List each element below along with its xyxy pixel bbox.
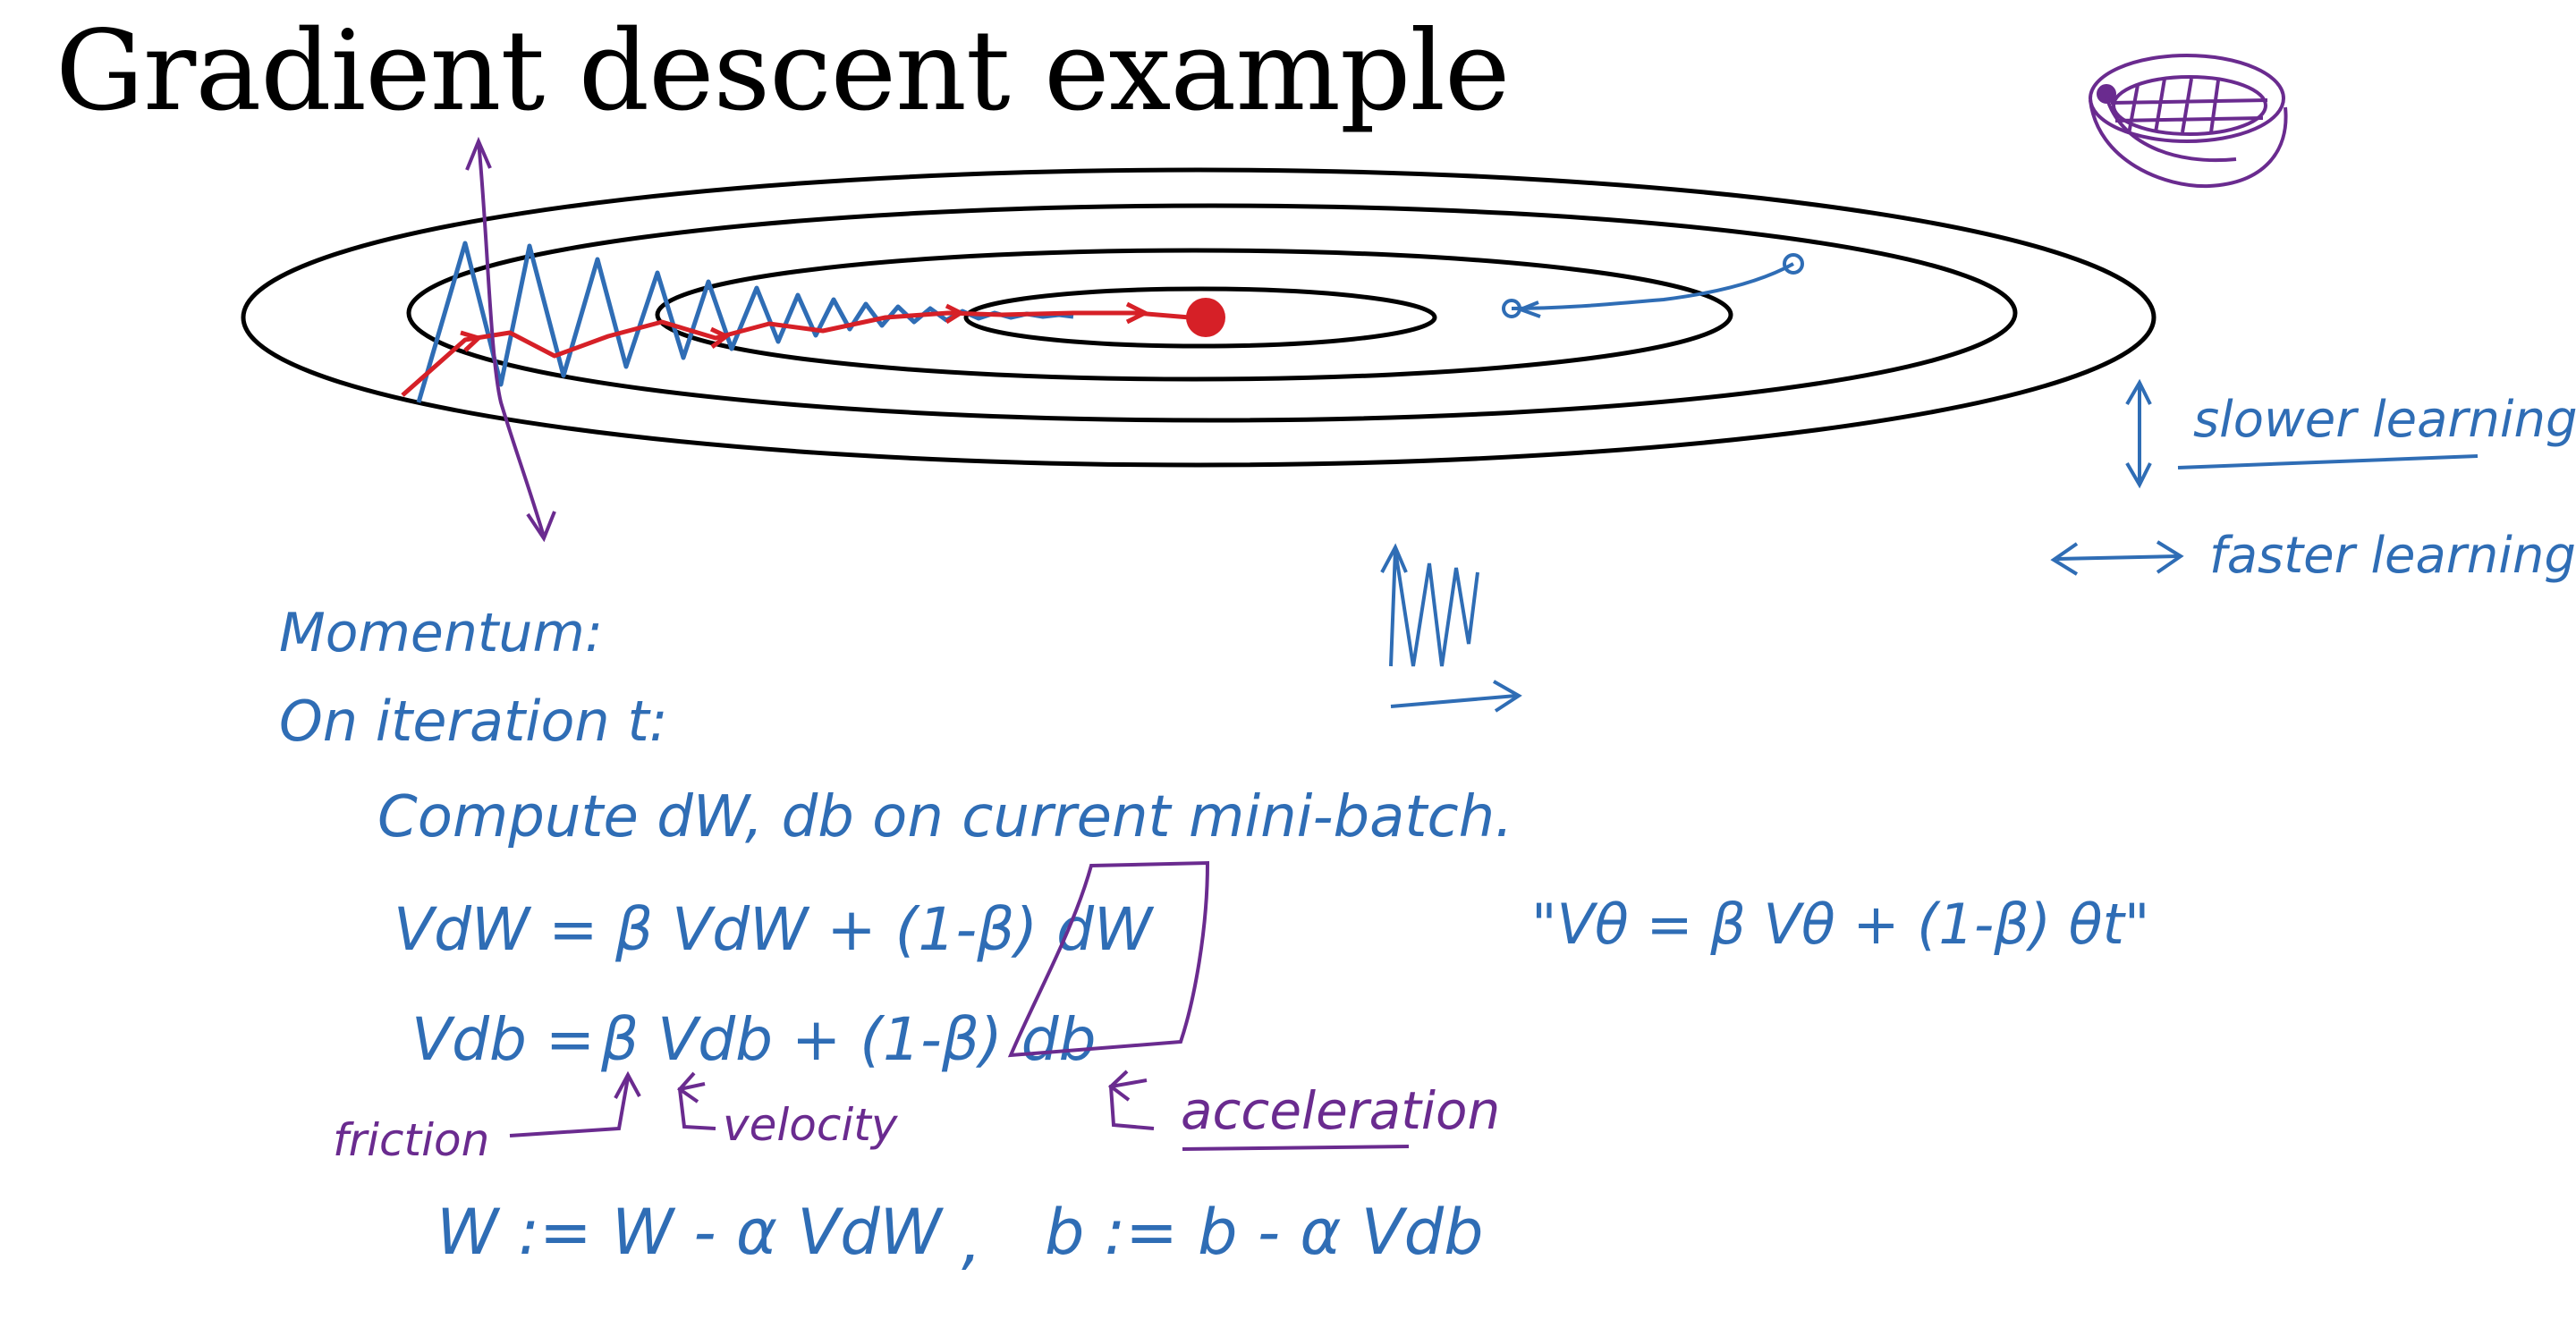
momentum-path xyxy=(401,310,1191,397)
contour-2 xyxy=(406,203,2018,423)
friction-label: friction xyxy=(333,1114,489,1166)
update-b: b := b - α Vdb xyxy=(1045,1196,1484,1269)
momentum-heading: Momentum: xyxy=(279,602,603,664)
vdw-rhs: β VdW + (1-β) dW xyxy=(614,895,1155,964)
vdb-lhs: Vdb = xyxy=(411,1005,595,1074)
minimum-point xyxy=(1186,298,1225,337)
vdw-lhs: VdW = xyxy=(394,895,598,964)
contour-inner xyxy=(963,286,1437,349)
faster-learning-label: faster learning xyxy=(2209,527,2576,585)
acceleration-label: acceleration xyxy=(1181,1080,1500,1141)
right-side-path xyxy=(1502,253,1804,318)
contour-outer xyxy=(241,167,2157,468)
momentum-arrowheads xyxy=(460,301,1150,352)
vdb-rhs: β Vdb + (1-β) db xyxy=(600,1005,1097,1074)
slower-learning-label: slower learning xyxy=(2193,391,2576,449)
gradient-box xyxy=(1007,860,1210,1058)
iteration-line: On iteration t: xyxy=(279,689,668,754)
acceleration-arrow xyxy=(1107,1070,1410,1151)
friction-arrow xyxy=(509,1070,641,1137)
ewa-formula: "Vθ = β Vθ + (1-β) θt" xyxy=(1531,892,2149,957)
bowl-icon xyxy=(2089,54,2288,189)
update-w: W := W - α VdW xyxy=(436,1196,945,1269)
slower-learning-arrow xyxy=(2125,378,2479,489)
vertical-oscillation-arrow xyxy=(465,136,556,543)
compute-line: Compute dW, db on current mini-batch. xyxy=(377,784,1513,850)
faster-learning-arrow xyxy=(2050,540,2184,576)
update-separator: , xyxy=(962,1205,981,1278)
contour-3 xyxy=(655,248,1733,382)
slide-title: Gradient descent example xyxy=(55,7,1510,136)
velocity-label: velocity xyxy=(723,1099,899,1151)
oscillating-gradient-path xyxy=(416,241,1074,403)
small-oscillation-sketch xyxy=(1380,543,1522,713)
contour-lines xyxy=(241,167,2157,468)
velocity-arrow xyxy=(677,1071,716,1130)
